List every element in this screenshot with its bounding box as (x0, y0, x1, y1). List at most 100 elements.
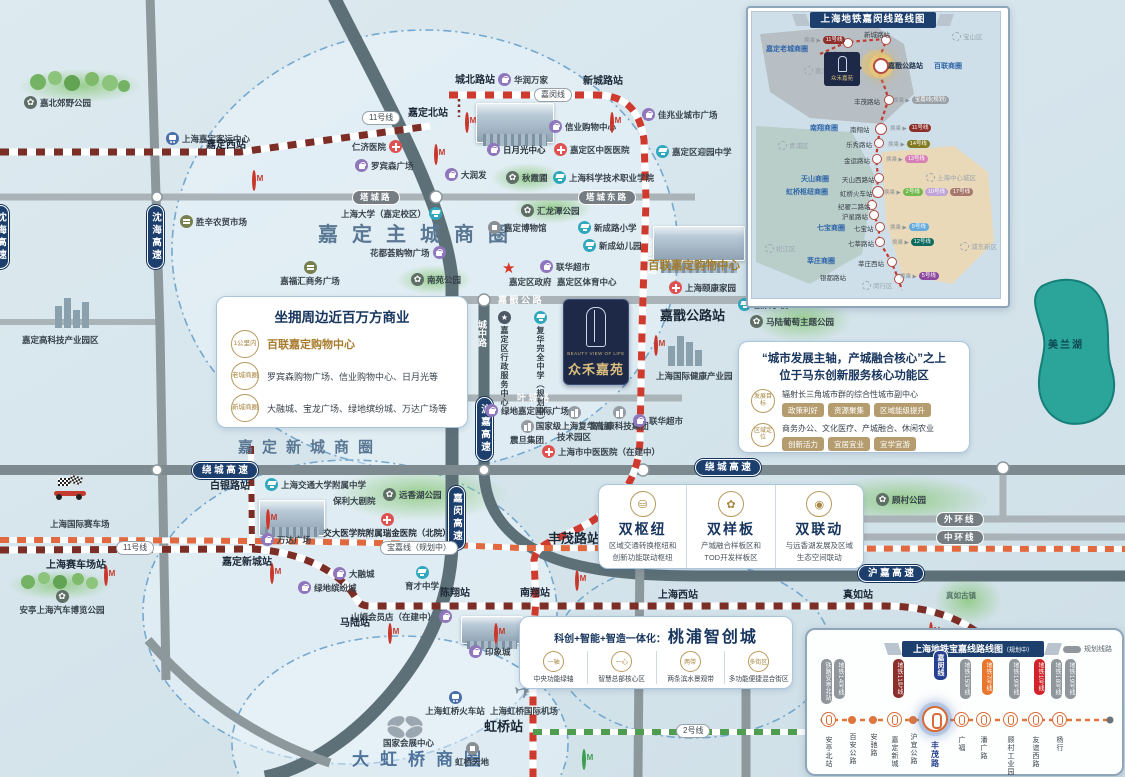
dual-hub-column: ✿ 双样板 产城融合样板区和 TOD开发样板区 (686, 485, 774, 568)
poi-item: 花都荟购物广场 (370, 246, 446, 259)
poi-item: 嘉定区行政服务中心 (498, 311, 511, 407)
distance-badge: 老城商圈 (231, 362, 259, 390)
poi-icon (383, 488, 396, 501)
meilan-lake-shape (1034, 278, 1116, 425)
line-number-pill: 2号线 (902, 188, 923, 196)
poi-item: 嘉定区政府 (509, 276, 552, 288)
taopu-badge: 一轴 (543, 651, 565, 672)
poi-item: 嘉定区迎园中学 (656, 145, 732, 158)
poi-label: 上海虹桥火车站 (425, 706, 485, 716)
baojia-station-label: 顾村工业园 (1007, 736, 1014, 776)
poi-label: 花都荟购物广场 (370, 247, 430, 258)
metro-line-pill: 11号线 (116, 541, 155, 555)
city-callout-text: 商务办公、文化医疗、产城融合、休闲农业 (782, 424, 934, 433)
poi-item: 仁济医院 (352, 140, 403, 153)
poi-icon (55, 590, 69, 603)
taopu-callout: 科创+智能+智造一体化： 桃浦智创城 一轴 中央功能绿轴 一心 智慧总部核心区 … (519, 616, 793, 689)
metro-station-label: 城北路站 (455, 75, 495, 86)
planned-line-legend: 规划线路 (1063, 644, 1112, 654)
poi-label: 美兰湖 (1048, 340, 1084, 351)
inset-station-label: 天山西路站 (842, 177, 875, 184)
poi-icon (578, 221, 591, 234)
road-name-vertical: 城中路 (477, 320, 487, 347)
poi-item: 罗宾森广场 (355, 159, 414, 172)
metro-station-icon (266, 509, 270, 530)
metro-station-label: 马陆站 (340, 618, 370, 629)
inset-station-dot (872, 154, 882, 164)
inset-station-label: 纪翟二路站 (838, 204, 871, 211)
poi-item: 嘉定博物馆 (488, 221, 547, 234)
metro-station-label: 南翔站 (520, 588, 550, 599)
metro-station-label: 嘉定新城站 (222, 557, 272, 568)
poi-label: 联华超市 (556, 261, 591, 272)
metro-station-icon (252, 170, 256, 191)
poi-label: 上海国际赛车场 (50, 519, 110, 529)
poi-icon (380, 513, 394, 526)
tag-pill: 宜学宜游 (874, 437, 916, 451)
poi-item: 嘉北郊野公园 (24, 96, 91, 109)
inset-station-dot (887, 257, 897, 267)
line-number-pill: 宝嘉线(规划) (911, 96, 949, 104)
transfer-badge: 换乘 ▶ 12号线 (892, 238, 934, 246)
poi-item: 日月光中心 (487, 143, 546, 156)
taopu-item-label: 两条滨水景观带 (666, 676, 714, 683)
ring-road-pill: 外环线 (936, 512, 984, 527)
poi-label: 交大医学院附属瑞金医院（北院） (323, 528, 451, 538)
dual-hub-desc1: 产城融合样板区和 (700, 541, 761, 550)
taopu-item: 一轴 中央功能绿轴 (520, 651, 587, 684)
dual-hub-column: ⛁ 双枢纽 区域交通转换枢纽和 创新功能联动枢纽 (599, 485, 686, 568)
district-label: 闵行区 (862, 280, 893, 290)
poi-item: 嘉福汇商务广场 (272, 261, 348, 287)
poi-label: 震旦集团 (509, 435, 544, 445)
poi-item: 信业购物中心 (549, 120, 616, 133)
inset-business-label: 百联商圈 (934, 63, 962, 70)
poi-label: 上海颐康家园 (685, 282, 737, 293)
dual-hub-desc2: 创新功能联动枢纽 (612, 553, 673, 563)
poi-icon (542, 445, 555, 458)
baojia-station-label: 潘广路 (980, 736, 987, 760)
transfer-pills: 12号线 (910, 238, 934, 246)
hightech-park-buildings-icon (55, 298, 89, 328)
poi-icon (389, 140, 403, 153)
poi-label: 联华超市 (649, 415, 684, 426)
poi-label: 新成路小学 (594, 222, 637, 233)
poi-label: 上海市中医医院（在建中） (558, 446, 661, 457)
poi-icon (521, 204, 534, 217)
inset-station-dot (894, 274, 904, 284)
building-icon (837, 56, 847, 72)
interchange-capsule: 地铁18号线 (1050, 658, 1063, 700)
business-callout-row: 1公里内 百联嘉定购物中心 (217, 326, 467, 358)
line-number-pill: 12号线 (910, 238, 934, 246)
city-callout-line1: “城市发展主轴，产城融合核心”之上 (762, 353, 946, 365)
metro-station-icon (388, 623, 392, 644)
poi-icon (465, 742, 479, 755)
poi-icon (498, 311, 511, 324)
transfer-pills: 11号线 (908, 124, 932, 132)
poi-item: 富士康科技集团 (585, 406, 653, 432)
highway-capsule: 绕 城 高 速 (695, 459, 761, 476)
poi-item: 百联嘉定购物中心 (648, 257, 740, 273)
poi-item: 万达广场 (261, 533, 311, 546)
poi-item: 胜辛农贸市场 (180, 215, 247, 228)
poi-icon (669, 281, 682, 294)
dual-hub-desc1: 区域交通转换枢纽和 (608, 541, 677, 550)
metro-line-pill: 2号线 (676, 724, 711, 738)
poi-icon (487, 143, 500, 156)
poi-label: 嘉定高科技产业园区 (22, 335, 99, 345)
taopu-item: 两带 两条滨水景观带 (655, 651, 724, 684)
taopu-item-label: 智慧总部核心区 (598, 676, 646, 683)
dual-hub-desc2: TOD开发样板区 (704, 553, 758, 563)
poi-item: 华润万家 (498, 73, 548, 86)
poi-item: 美兰湖 (1048, 336, 1084, 351)
baojia-station-icon (886, 712, 902, 727)
highway-capsule: 绕 城 高 速 (192, 462, 258, 479)
dual-hub-desc1: 与远香湖发展及区域 (785, 541, 854, 550)
poi-icon (876, 493, 889, 506)
poi-label: 罗宾森广场 (371, 160, 414, 171)
yinxiangcheng-photo (461, 616, 523, 644)
taopu-badge: 多街区 (747, 651, 769, 672)
inset-station-label: 丰茂路站 (854, 99, 880, 106)
baojia-station-icon (975, 712, 991, 727)
transfer-pills: 5号线 (918, 272, 939, 280)
